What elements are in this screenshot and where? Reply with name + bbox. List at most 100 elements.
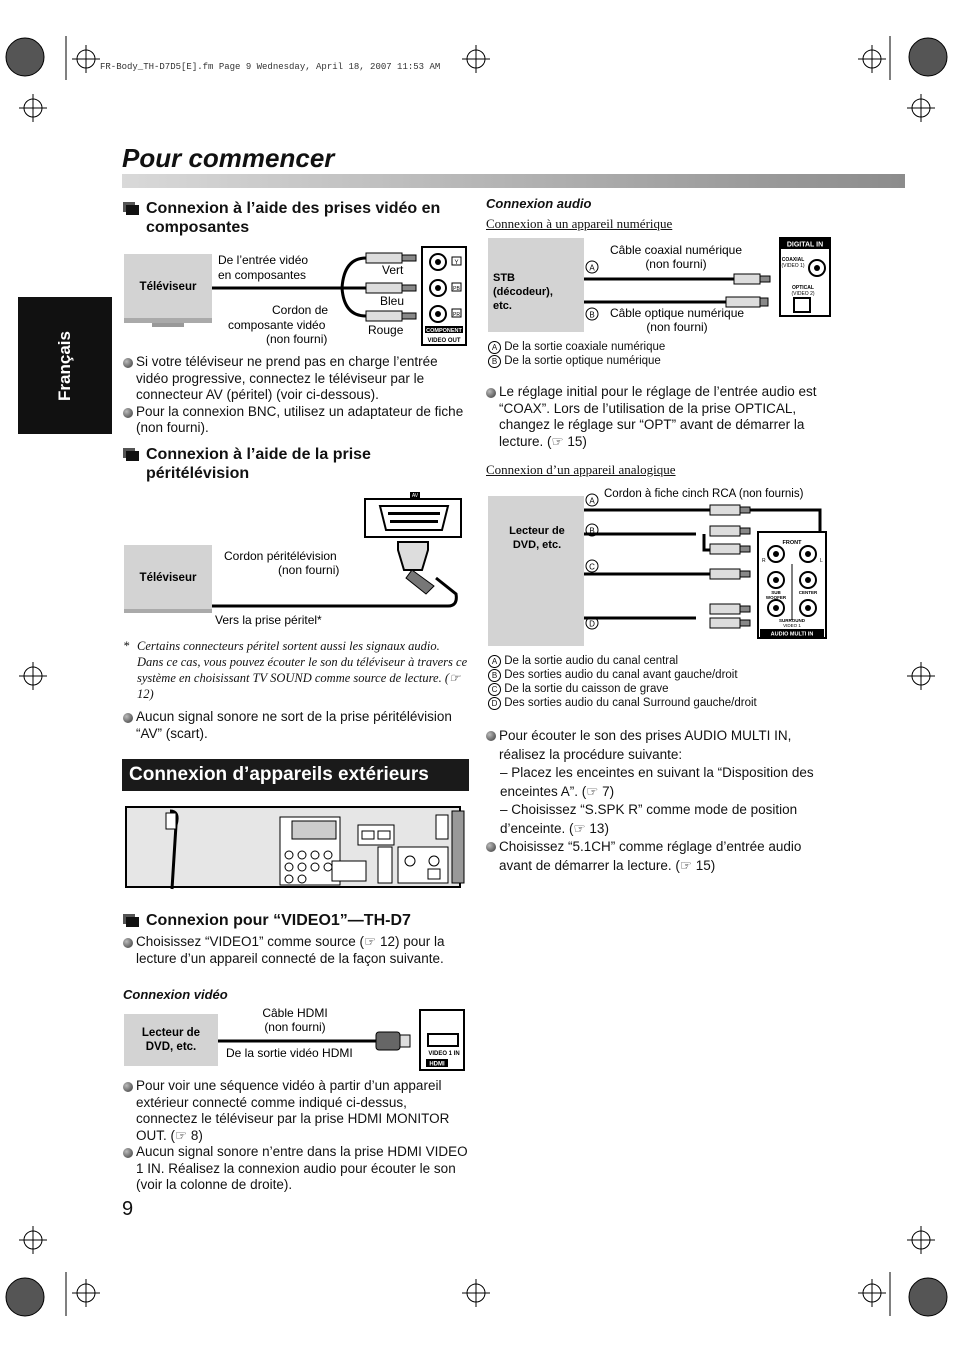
component-heading: Connexion à l’aide des prises vidéo en c… — [123, 199, 469, 237]
svg-text:VIDEO OUT: VIDEO OUT — [427, 338, 460, 344]
scart-notes: Aucun signal sonore ne sort de la prise … — [123, 709, 469, 742]
device-label-2: DVD, etc. — [146, 1041, 197, 1053]
digital-legend-b: B De la sortie optique numérique — [488, 354, 665, 368]
scart-footnote: * Certains connecteurs péritel sortent a… — [123, 638, 469, 702]
video1-heading: Connexion pour “VIDEO1”—TH-D7 — [123, 911, 469, 930]
title-underline-bar — [122, 174, 905, 188]
dvd-label-1: Lecteur de — [509, 525, 565, 537]
footnote-mark: * — [123, 639, 130, 653]
svg-text:R: R — [762, 558, 766, 564]
svg-text:A: A — [589, 497, 595, 506]
analog-legend-d: D Des sorties audio du canal Surround ga… — [488, 696, 757, 710]
scart-note-1: Aucun signal sonore ne sort de la prise … — [123, 709, 469, 742]
tv-box — [124, 254, 212, 318]
hdmi-cable-label-2: (non fourni) — [264, 1020, 325, 1034]
digital-legend-a: A De la sortie coaxiale numérique — [488, 340, 665, 354]
video1-intro: Choisissez “VIDEO1” comme source (☞ 12) … — [123, 934, 469, 967]
svg-text:D: D — [589, 620, 595, 629]
video-connection-subheading: Connexion vidéo — [123, 987, 228, 1002]
svg-text:L: L — [820, 558, 823, 564]
device-label-1: Lecteur de — [142, 1027, 200, 1039]
component-note-1: Si votre téléviseur ne prend pas en char… — [123, 354, 469, 404]
book-ref-icon: ☞ — [175, 1127, 188, 1143]
language-tab-label: Français — [55, 330, 74, 401]
svg-text:B: B — [589, 311, 594, 320]
coax-label-1: Câble coaxial numérique — [610, 243, 742, 257]
input-label-1: De l’entrée vidéo — [218, 253, 308, 267]
video1-notes: Pour voir une séquence vidéo à partir d’… — [123, 1078, 469, 1194]
input-label-2: en composantes — [218, 268, 306, 282]
digital-heading: Connexion à un appareil numérique — [486, 216, 673, 231]
stb-label-3: etc. — [493, 300, 512, 312]
svg-text:AUDIO MULTI IN: AUDIO MULTI IN — [771, 632, 814, 638]
analog-legend-c: C De la sortie du caisson de grave — [488, 682, 757, 696]
scart-cable-label-2: (non fourni) — [278, 563, 339, 577]
video1-note-2: Aucun signal sonore n’entre dans la pris… — [123, 1144, 469, 1194]
component-notes: Si votre téléviseur ne prend pas en char… — [123, 354, 469, 437]
rca-cable-label: Cordon à fiche cinch RCA (non fournis) — [604, 488, 804, 500]
section-square-icon — [123, 914, 139, 927]
analog-diagram: Lecteur de DVD, etc. Cordon à fiche cinc… — [488, 488, 827, 646]
analog-heading: Connexion d’un appareil analogique — [486, 462, 676, 477]
language-side-tab: Français — [18, 297, 112, 434]
section-square-icon — [123, 448, 139, 461]
svg-text:COMPONENT: COMPONENT — [426, 328, 462, 334]
footnote-text: Certains connecteurs péritel sortent aus… — [137, 639, 468, 685]
svg-text:(VIDEO 1): (VIDEO 1) — [781, 263, 804, 269]
video1-intro-ref: 12) — [379, 934, 400, 949]
blue-label: Bleu — [380, 294, 404, 308]
svg-text:FRONT: FRONT — [783, 540, 803, 546]
tv-label: Téléviseur — [140, 572, 197, 584]
book-ref-icon: ☞ — [448, 671, 461, 685]
hdmi-diagram: Lecteur de DVD, etc. Câble HDMI (non fou… — [124, 1006, 465, 1071]
cable-label-2: composante vidéo — [228, 318, 326, 332]
footnote-ref: 12) — [137, 687, 154, 701]
svg-text:SURROUND: SURROUND — [779, 618, 806, 623]
component-note-2: Pour la connexion BNC, utilisez un adapt… — [123, 404, 469, 437]
scart-to-label: Vers la prise péritel* — [215, 613, 322, 627]
svg-text:COAXIAL: COAXIAL — [782, 257, 805, 263]
cable-label-3: (non fourni) — [266, 332, 327, 346]
video1-intro-b: pour la lecture d’un appareil connecté d… — [136, 934, 445, 966]
video1-note-1: Pour voir une séquence vidéo à partir d’… — [123, 1078, 469, 1144]
section-square-icon — [123, 202, 139, 215]
book-ref-icon: ☞ — [586, 783, 599, 799]
scart-cable-label-1: Cordon péritélévision — [224, 549, 337, 563]
digital-legend: A De la sortie coaxiale numérique B De l… — [488, 340, 665, 368]
book-ref-icon: ☞ — [364, 934, 377, 949]
svg-text:PR: PR — [453, 312, 460, 318]
page-number: 9 — [122, 1198, 134, 1220]
file-header-line: FR-Body_TH-D7D5[E].fm Page 9 Wednesday, … — [100, 62, 441, 72]
svg-text:C: C — [589, 563, 595, 572]
book-ref-icon: ☞ — [679, 857, 692, 873]
svg-text:A: A — [589, 264, 595, 273]
analog-note-1: Pour écouter le son des prises AUDIO MUL… — [486, 727, 832, 764]
book-ref-icon: ☞ — [573, 820, 586, 836]
red-label: Rouge — [368, 323, 404, 337]
coax-label-2: (non fourni) — [645, 257, 706, 271]
svg-text:(VIDEO 2): (VIDEO 2) — [791, 291, 814, 297]
video1-intro-a: Choisissez “VIDEO1” comme source ( — [136, 934, 365, 949]
stb-label-2: (décodeur), — [493, 286, 553, 298]
analog-legend-a: A De la sortie audio du canal central — [488, 654, 757, 668]
book-ref-icon: ☞ — [551, 433, 564, 449]
analog-legend-b: B Des sorties audio du canal avant gauch… — [488, 668, 757, 682]
analog-legend: A De la sortie audio du canal central B … — [488, 654, 757, 710]
svg-text:AV: AV — [412, 493, 419, 499]
hdmi-cable-label-1: Câble HDMI — [262, 1006, 327, 1020]
svg-text:OPTICAL: OPTICAL — [792, 285, 814, 291]
analog-step-1: – Placez les enceintes en suivant la “Di… — [500, 765, 814, 799]
cable-label-1: Cordon de — [272, 303, 328, 317]
audio-connection-heading: Connexion audio — [486, 196, 592, 211]
svg-text:Y: Y — [454, 260, 458, 266]
page-title: Pour commencer — [122, 143, 335, 173]
rca-plugs — [365, 252, 417, 322]
dvd-label-2: DVD, etc. — [513, 539, 561, 551]
svg-text:PB: PB — [453, 286, 460, 292]
analog-notes: Pour écouter le son des prises AUDIO MUL… — [486, 727, 832, 875]
stb-label-1: STB — [493, 272, 515, 284]
svg-text:SUB: SUB — [771, 590, 781, 595]
optical-label-1: Câble optique numérique — [610, 306, 744, 320]
unit-rear-panel — [125, 806, 465, 890]
